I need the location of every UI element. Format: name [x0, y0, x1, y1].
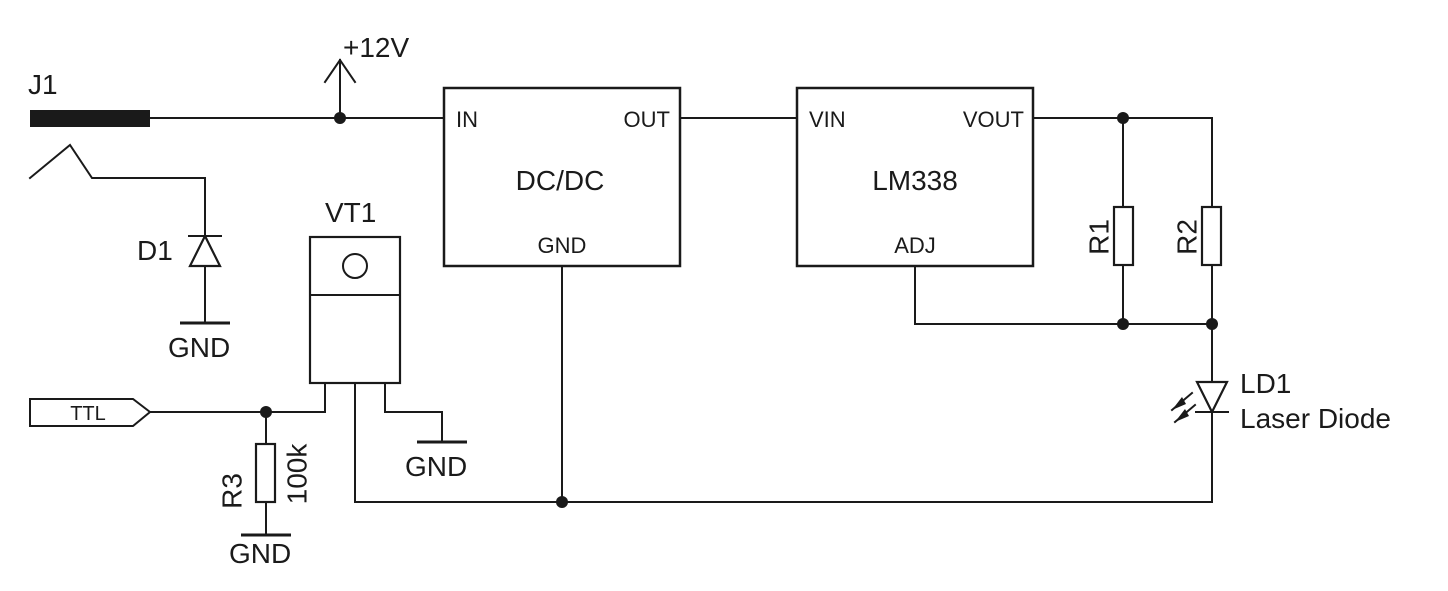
lm338-pin-vout: VOUT: [963, 107, 1024, 132]
dcdc-pin-gnd: GND: [538, 233, 587, 258]
d1-label: D1: [137, 235, 173, 266]
ld1-label: LD1: [1240, 368, 1291, 399]
r3-resistor: [241, 411, 291, 537]
r1-resistor: [1112, 117, 1135, 325]
laser-emission-arrows-icon: [1170, 391, 1197, 424]
vt1-transistor: [149, 235, 467, 444]
dcdc-pin-in: IN: [456, 107, 478, 132]
d1-diode: [180, 177, 230, 325]
ld1-laser-diode: [1195, 323, 1229, 503]
wire-adj: [914, 265, 1213, 325]
dcdc-block: [442, 86, 682, 268]
ld1-description: Laser Diode: [1240, 403, 1391, 434]
dcdc-pin-out: OUT: [624, 107, 670, 132]
dcdc-title: DC/DC: [516, 165, 605, 196]
gnd-label-d1: GND: [168, 332, 230, 363]
junction-r1-adj: [1117, 318, 1129, 330]
j1-label: J1: [28, 69, 58, 100]
vt1-label: VT1: [325, 197, 376, 228]
lm338-pin-adj: ADJ: [894, 233, 936, 258]
ttl-label: TTL: [70, 403, 106, 425]
gnd-label-vt1: GND: [405, 451, 467, 482]
power-arrow-icon: [323, 58, 357, 119]
r3-value: 100k: [281, 443, 312, 505]
r3-label: R3: [216, 473, 247, 509]
r1-label: R1: [1083, 219, 1114, 255]
j1-connector: [28, 110, 206, 180]
ttl-input-tag: [29, 398, 152, 427]
lm338-block: [795, 86, 1035, 268]
lm338-pin-vin: VIN: [809, 107, 846, 132]
r2-resistor: [1200, 117, 1223, 325]
lm338-title: LM338: [872, 165, 958, 196]
wire-bottom-return: [354, 384, 1213, 503]
gnd-label-r3: GND: [229, 538, 291, 569]
junction-bottom: [556, 496, 568, 508]
r2-label: R2: [1171, 219, 1202, 255]
vplus-label: +12V: [343, 32, 409, 63]
